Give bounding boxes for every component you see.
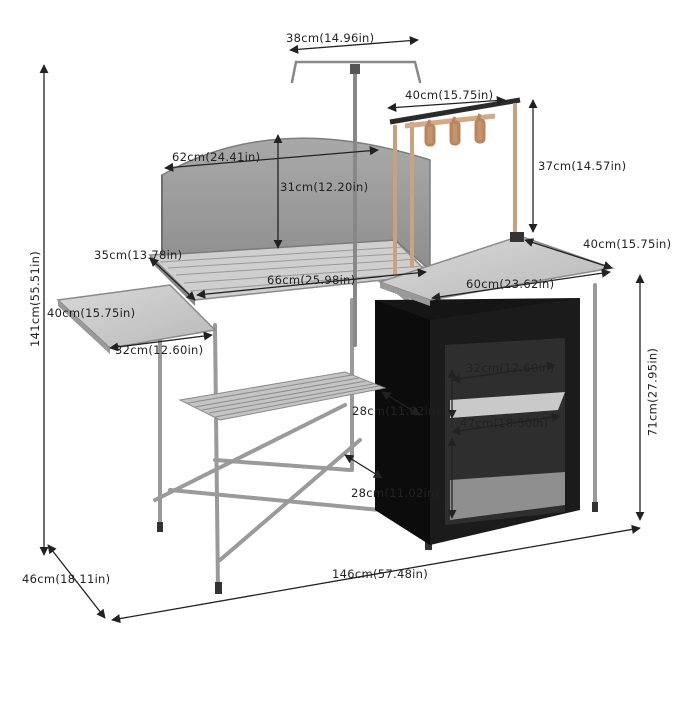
dim-cabinet-depth: 47cm(18.50in)	[460, 416, 549, 430]
dim-lantern-pole-width: 38cm(14.96in)	[286, 31, 375, 45]
dim-right-table-depth: 40cm(15.75in)	[583, 237, 672, 251]
dim-total-height: 141cm(55.51in)	[28, 250, 42, 348]
dim-windscreen-width: 62cm(24.41in)	[172, 150, 261, 164]
dim-left-side-table-width: 32cm(12.60in)	[115, 343, 204, 357]
dim-windscreen-height: 31cm(12.20in)	[280, 180, 369, 194]
hanging-rack	[389, 97, 524, 275]
dim-left-side-table-depth: 40cm(15.75in)	[47, 306, 136, 320]
dim-total-width: 146cm(57.48in)	[332, 567, 429, 581]
dim-lower-shelf-depth: 28cm(11.02in)	[352, 404, 441, 418]
dim-main-table-width: 66cm(25.98in)	[267, 273, 356, 287]
dim-cabinet-width: 32cm(12.60in)	[466, 361, 555, 375]
dim-hanging-rack-width: 40cm(15.75in)	[405, 88, 494, 102]
dim-table-height: 71cm(27.95in)	[645, 347, 660, 437]
lower-shelf	[178, 371, 387, 421]
dim-lower-shelf-depth-2: 28cm(11.02in)	[351, 486, 440, 500]
dim-hanging-rack-height: 37cm(14.57in)	[538, 159, 627, 173]
dim-side-connector: 35cm(13.78in)	[94, 248, 183, 262]
dimension-lines	[39, 36, 645, 624]
dim-right-table-width: 60cm(23.62in)	[466, 277, 555, 291]
dim-total-depth: 46cm(18.11in)	[22, 572, 111, 586]
lantern-pole	[290, 60, 422, 347]
